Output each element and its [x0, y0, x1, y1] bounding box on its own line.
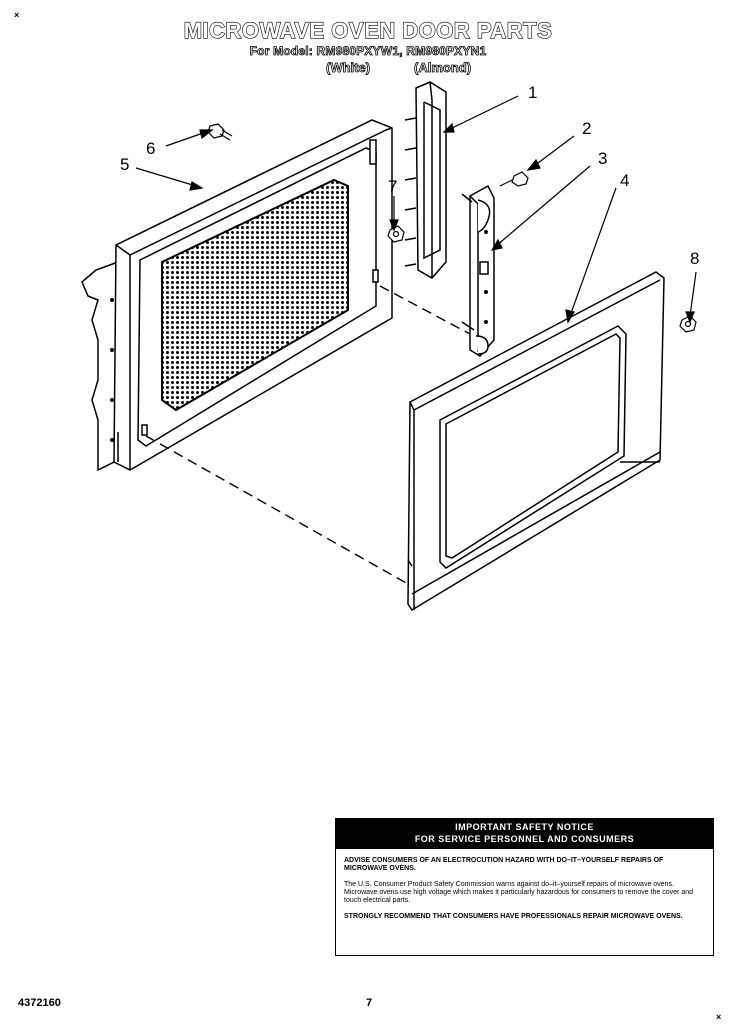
warning-heading: IMPORTANT SAFETY NOTICE FOR SERVICE PERS…: [336, 819, 713, 849]
callout-6: 6: [146, 139, 155, 158]
color-white-label: (White): [326, 60, 371, 76]
warning-heading-line2: FOR SERVICE PERSONNEL AND CONSUMERS: [414, 834, 635, 844]
part-3-latch-plate: [461, 184, 495, 357]
callout-3: 3: [598, 149, 607, 168]
leader-lines: [135, 95, 697, 324]
part-2-screw: [499, 171, 529, 187]
document-number: 4372160: [18, 997, 61, 1009]
warning-body: ADVISE CONSUMERS OF AN ELECTROCUTION HAZ…: [336, 849, 713, 921]
callout-4: 4: [620, 171, 629, 190]
safety-warning-box: IMPORTANT SAFETY NOTICE FOR SERVICE PERS…: [335, 818, 714, 956]
callout-2: 2: [582, 119, 591, 138]
corner-crop-mark: ×: [14, 10, 20, 20]
corner-crop-mark: ×: [716, 1012, 722, 1022]
part-8-nut: [679, 315, 697, 333]
warning-paragraph-2: The U.S. Consumer Product Safety Commiss…: [344, 881, 693, 904]
alignment-lines: [145, 285, 471, 585]
callout-1: 1: [528, 83, 537, 102]
page-number: 7: [366, 997, 373, 1009]
callout-7: 7: [388, 177, 397, 196]
callout-8: 8: [690, 249, 699, 268]
page-title: MICROWAVE OVEN DOOR PARTS: [183, 17, 553, 43]
color-almond-label: (Almond): [414, 60, 472, 76]
part-6-screw: [207, 123, 233, 141]
part-7-nut: [387, 225, 405, 243]
warning-paragraph-1: ADVISE CONSUMERS OF AN ELECTROCUTION HAZ…: [344, 857, 664, 872]
part-5-door-frame: [81, 119, 393, 472]
model-numbers: For Model: RM980PXYW1, RM980PXYN1: [249, 44, 487, 59]
callout-5: 5: [120, 155, 129, 174]
warning-paragraph-3: STRONGLY RECOMMEND THAT CONSUMERS HAVE P…: [344, 913, 683, 920]
part-1-choke: [404, 81, 447, 279]
warning-heading-line1: IMPORTANT SAFETY NOTICE: [455, 822, 594, 832]
part-4-outer-door-panel: [407, 271, 665, 612]
